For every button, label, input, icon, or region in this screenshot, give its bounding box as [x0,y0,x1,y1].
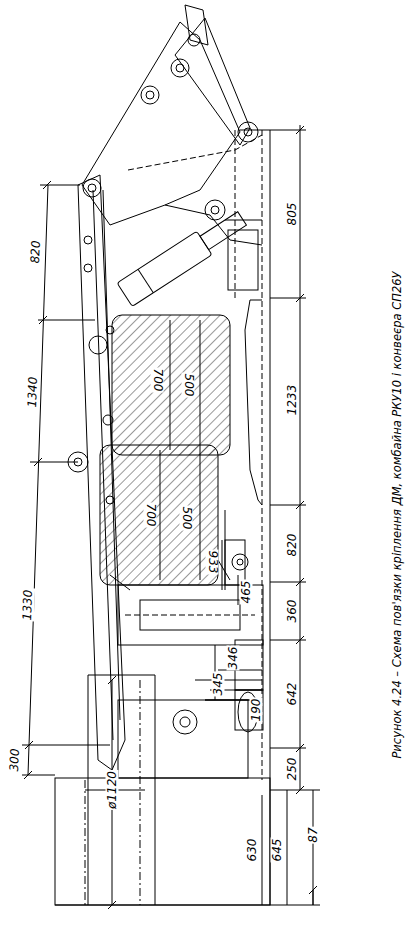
dimension-label: 645 [271,838,284,863]
figure-caption: Рисунок 4.24 – Схема пов'язки кріплення … [391,270,404,759]
dimension-label: 465 [240,580,253,605]
dimension-label: 87 [307,826,320,843]
dimension-label: 500 [180,506,193,531]
dimension-label: 1340 [26,376,40,409]
dimension-label: 190 [250,698,263,723]
dimension-label: 1233 [286,384,299,417]
dimension-label: 700 [151,368,164,393]
dimension-label: 805 [286,202,299,227]
dimension-label: 820 [286,533,299,558]
dimension-label: 700 [144,503,157,528]
dimension-label: 642 [286,682,299,707]
dimension-label: ø1120 [106,770,119,810]
dimension-label: 500 [182,373,195,398]
dimension-label: 250 [286,757,299,782]
dimension-label: 1330 [21,589,35,622]
dimension-label: 630 [246,838,259,863]
dimension-label: 300 [8,747,22,772]
dimension-label: 360 [286,599,299,624]
dimension-label: 933 [206,550,219,575]
dimension-label: 346 [227,646,240,671]
dimension-label: 820 [29,239,43,264]
dimension-label: 345 [212,672,225,697]
